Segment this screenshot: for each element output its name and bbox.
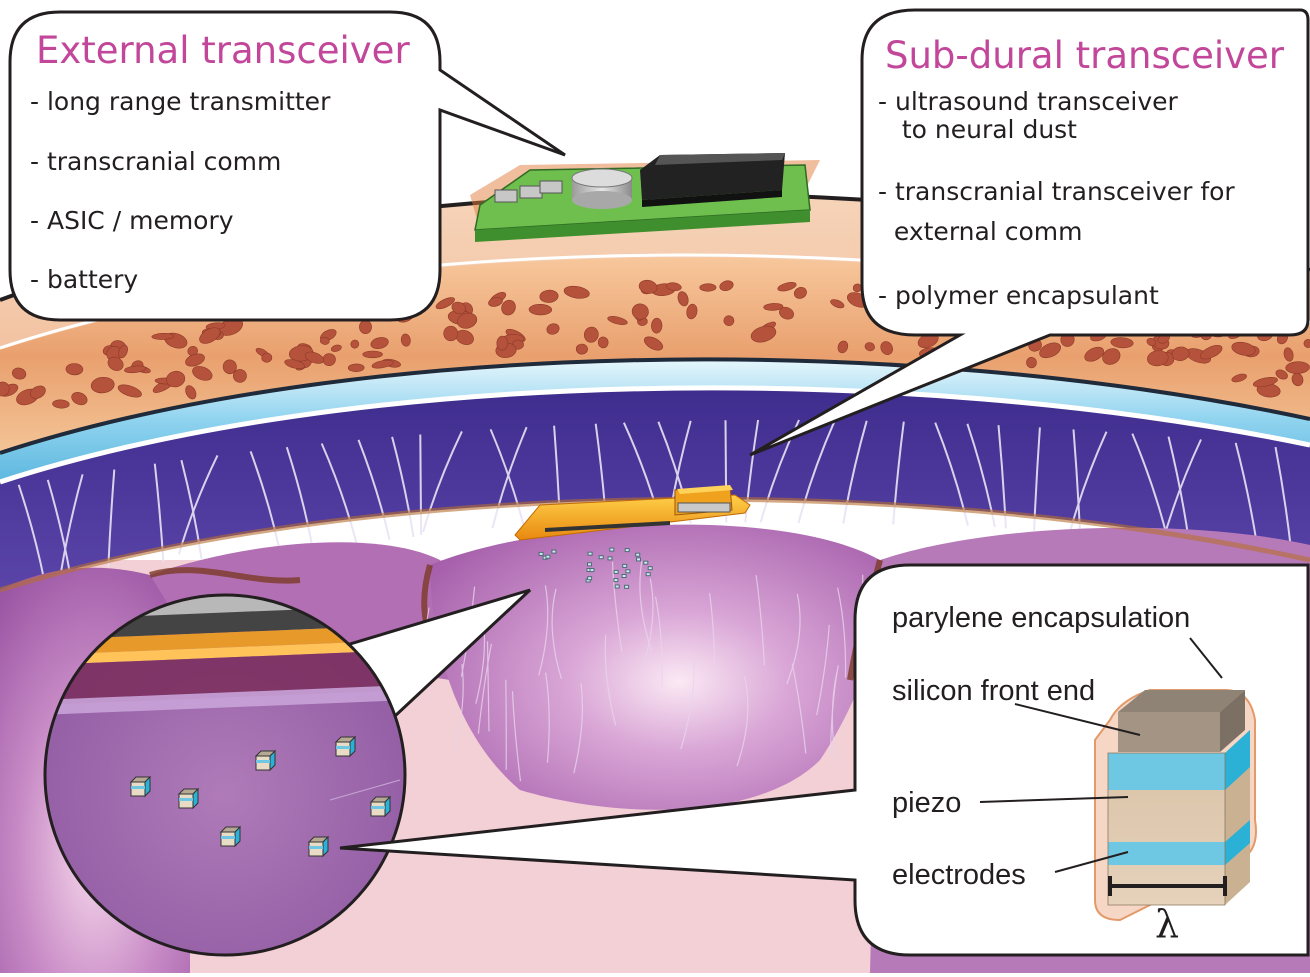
inset-mote-cube (371, 797, 390, 816)
bone-pore (348, 364, 364, 372)
external-item-3: - ASIC / memory (30, 206, 234, 235)
subdural-item-2: - transcranial transceiver for (878, 177, 1235, 206)
neural-dust-speck (648, 567, 652, 570)
neural-dust-speck (626, 570, 630, 573)
inset-mote-cube (179, 789, 198, 808)
bone-pore (700, 284, 717, 292)
neural-dust-speck (646, 573, 650, 576)
subdural-item-1b: to neural dust (878, 115, 1077, 144)
bone-pore (576, 344, 588, 355)
neural-dust-speck (599, 556, 603, 559)
subdural-title: Sub-dural transceiver (885, 34, 1285, 77)
neural-dust-speck (588, 552, 592, 555)
lambda-label: λ (1155, 902, 1179, 946)
inset-mote-cube (309, 837, 328, 856)
neural-dust-speck (622, 575, 626, 578)
silicon-label: silicon front end (892, 675, 1095, 707)
subdural-item-1: - ultrasound transceiver (878, 87, 1179, 116)
external-title: External transceiver (36, 29, 410, 72)
inset-mote-cube (336, 737, 355, 756)
neural-dust-speck (539, 552, 543, 555)
inset-mote-cube (221, 827, 240, 846)
bone-pore (359, 320, 371, 333)
neural-dust-speck (636, 553, 640, 556)
parylene-label: parylene encapsulation (892, 602, 1190, 634)
neural-dust-speck (644, 561, 648, 564)
inset-mote-cube (131, 777, 150, 796)
electrodes-label: electrodes (892, 859, 1026, 891)
neural-dust-speck (614, 570, 618, 573)
neural-dust-speck (623, 564, 627, 567)
inset-mote-cube (256, 751, 275, 770)
bone-pore (66, 363, 83, 375)
bone-pore (529, 304, 552, 315)
neural-dust-speck (590, 569, 594, 572)
external-item-2: - transcranial comm (30, 147, 281, 176)
neural-dust-speck (588, 577, 592, 580)
bone-pore (233, 369, 247, 382)
subdural-item-2b: external comm (878, 217, 1082, 246)
bone-pore (651, 318, 662, 333)
neural-dust-speck (625, 585, 629, 588)
bone-pore (363, 351, 383, 358)
external-item-1: - long range transmitter (30, 87, 331, 116)
neural-dust-speck (637, 558, 641, 561)
neural-dust-speck (614, 579, 618, 582)
neural-dust-speck (610, 548, 614, 551)
neural-dust-speck (625, 549, 629, 552)
neural-dust-speck (608, 557, 612, 560)
neural-dust-speck (546, 555, 550, 558)
subdural-item-3: - polymer encapsulant (878, 281, 1159, 310)
external-item-4: - battery (30, 265, 138, 294)
neural-dust-speck (588, 563, 592, 566)
arachnoid-fiber (420, 435, 421, 535)
piezo-label: piezo (892, 787, 961, 819)
neural-dust-speck (615, 585, 619, 588)
neural-dust-speck (552, 550, 556, 553)
